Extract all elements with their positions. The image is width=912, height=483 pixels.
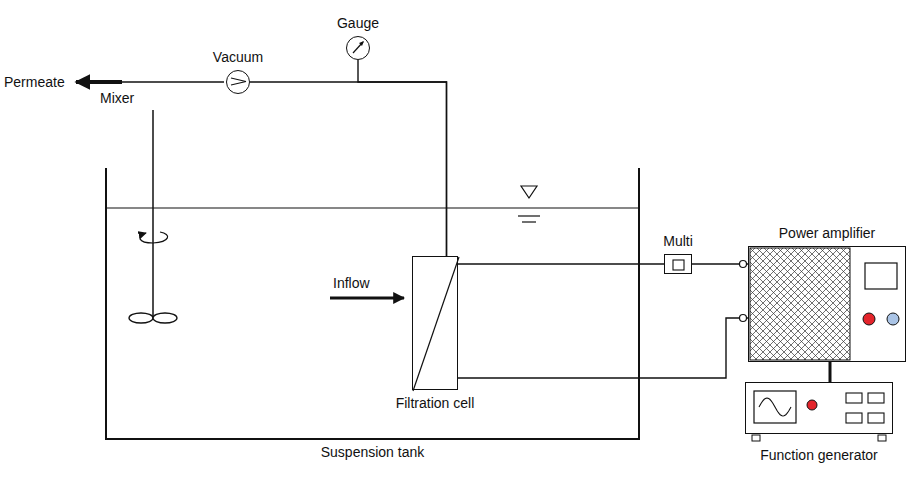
node-label: Power amplifier	[779, 225, 875, 241]
gauge-needle	[353, 42, 363, 53]
node-outline-detail	[227, 71, 249, 93]
suspension-tank: Filtration cellSuspension tank	[105, 168, 640, 440]
node-outline-detail	[665, 255, 691, 273]
pump-symbol	[231, 78, 246, 85]
gen-key	[846, 393, 862, 403]
permeate-arrow	[76, 80, 122, 84]
node-outline-detail	[347, 37, 369, 59]
level-mark	[518, 215, 540, 216]
level-mark	[522, 221, 536, 222]
water-level	[107, 207, 638, 208]
gen-key	[868, 413, 884, 423]
rotation-arrow	[140, 232, 168, 243]
node-label: Function generator	[760, 447, 878, 463]
gen-foot	[878, 435, 886, 441]
wire	[829, 362, 832, 382]
node-outline-detail	[746, 383, 892, 433]
gen-key	[846, 413, 862, 423]
part-label: Permeate	[4, 74, 65, 90]
filtration-cell: Filtration cell	[412, 256, 458, 390]
pipe	[250, 82, 447, 256]
pipe	[358, 60, 447, 256]
gauge-needle-head	[359, 41, 364, 46]
gen-key	[868, 393, 884, 403]
multimeter: Multi	[664, 254, 692, 274]
node-outline-detail	[749, 247, 905, 361]
wire	[458, 263, 664, 264]
amp-screen	[865, 263, 897, 289]
meter-display	[673, 260, 684, 270]
amp-knob	[887, 313, 899, 325]
node-label: Multi	[663, 233, 693, 249]
inflow-arrow	[330, 297, 404, 300]
gen-screen	[754, 391, 796, 423]
gen-foot	[752, 435, 760, 441]
node-label: Gauge	[337, 15, 379, 31]
permeate-arrow	[120, 81, 224, 82]
gen-button	[807, 400, 817, 410]
level-symbol	[521, 186, 537, 198]
power-amplifier: Power amplifier	[748, 246, 906, 362]
part-label: Inflow	[333, 275, 370, 291]
amp-grille	[750, 248, 850, 360]
mixer-blade	[153, 313, 177, 323]
wire	[458, 318, 748, 378]
terminal	[740, 261, 747, 268]
function-generator: Function generator	[745, 382, 893, 434]
node-label: Filtration cell	[396, 395, 475, 411]
node-label: Vacuum	[213, 49, 263, 65]
node-outline-detail	[413, 257, 457, 389]
mixer-blade	[129, 313, 153, 323]
pressure-gauge: Gauge	[346, 36, 370, 60]
vacuum-pump: Vacuum	[226, 70, 250, 94]
node-label: Suspension tank	[321, 444, 425, 460]
part-label: Mixer	[100, 90, 134, 106]
membrane-line	[413, 257, 459, 391]
mixer-shaft	[152, 110, 154, 318]
terminal	[740, 315, 747, 322]
sine-wave	[759, 398, 791, 416]
amp-knob	[863, 313, 875, 325]
